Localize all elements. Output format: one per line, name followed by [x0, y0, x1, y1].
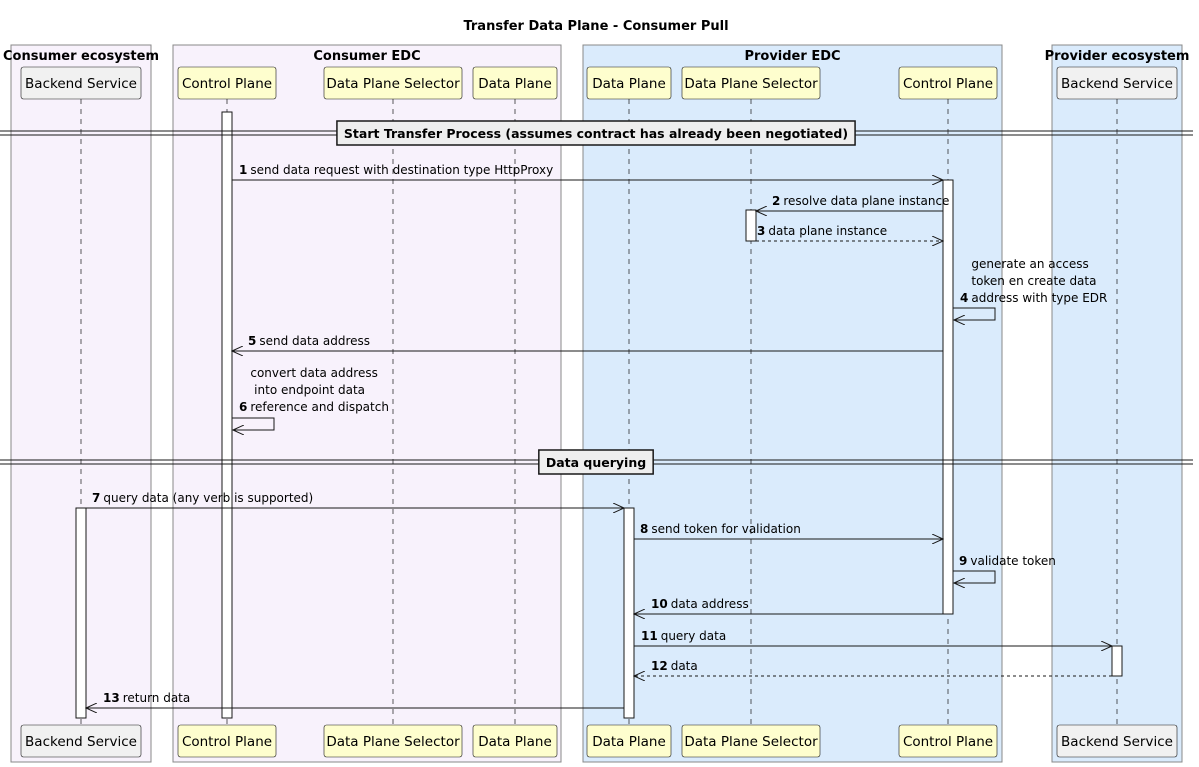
box-consumer-edc	[172, 44, 562, 763]
message-number: 12	[651, 659, 668, 673]
activation-provider-data-plane	[623, 507, 635, 719]
participant-label: Control Plane	[903, 76, 993, 92]
participant-label: Control Plane	[903, 734, 993, 750]
message-label: reference and dispatch	[250, 400, 389, 414]
participant-provider-data-plane-foot[interactable]: Data Plane	[586, 724, 672, 758]
message-label: send data request with destination type …	[250, 163, 553, 177]
message-label: data plane instance	[768, 224, 887, 238]
participant-consumer-control-plane-head[interactable]: Control Plane	[177, 66, 277, 100]
box-title-consumer-ecosystem: Consumer ecosystem	[3, 49, 159, 64]
participant-label: Data Plane Selector	[684, 76, 818, 92]
box-title-provider-ecosystem: Provider ecosystem	[1045, 49, 1190, 64]
message-number: 5	[248, 334, 256, 348]
participant-label: Control Plane	[182, 734, 272, 750]
message-6: 6 convert data address into endpoint data…	[232, 366, 389, 430]
participant-provider-control-plane-head[interactable]: Control Plane	[898, 66, 998, 100]
participant-consumer-data-plane-selector-head[interactable]: Data Plane Selector	[323, 66, 463, 100]
participant-label: Data Plane	[592, 76, 666, 92]
participant-consumer-backend-head[interactable]: Backend Service	[20, 66, 142, 100]
message-label: query data (any verb is supported)	[103, 491, 313, 505]
participant-provider-data-plane-selector-head[interactable]: Data Plane Selector	[681, 66, 821, 100]
divider-label: Data querying	[546, 455, 646, 470]
message-label: send data address	[259, 334, 370, 348]
message-arrow	[953, 570, 996, 583]
divider-data-querying: Data querying	[0, 449, 1193, 475]
participant-provider-backend-head[interactable]: Backend Service	[1056, 66, 1178, 100]
message-number: 3	[757, 224, 765, 238]
box-title-consumer-edc: Consumer EDC	[313, 49, 420, 64]
participant-label: Data Plane	[478, 76, 552, 92]
activation-provider-data-plane-selector	[745, 209, 757, 242]
message-label: return data	[123, 691, 191, 705]
participant-label: Backend Service	[25, 734, 137, 750]
participant-consumer-data-plane-selector-foot[interactable]: Data Plane Selector	[323, 724, 463, 758]
activation-provider-control-plane	[942, 179, 954, 615]
participant-provider-backend-foot[interactable]: Backend Service	[1056, 724, 1178, 758]
box-provider-edc	[582, 44, 1003, 763]
participant-consumer-backend-foot[interactable]: Backend Service	[20, 724, 142, 758]
activation-consumer-backend	[75, 507, 87, 719]
participant-provider-data-plane-head[interactable]: Data Plane	[586, 66, 672, 100]
message-number: 7	[92, 491, 100, 505]
message-label: generate an access	[971, 257, 1088, 271]
participant-label: Data Plane	[592, 734, 666, 750]
message-number: 10	[651, 597, 668, 611]
participant-consumer-control-plane-foot[interactable]: Control Plane	[177, 724, 277, 758]
participant-label: Data Plane Selector	[684, 734, 818, 750]
message-label: send token for validation	[651, 522, 800, 536]
message-label: convert data address	[250, 366, 377, 380]
message-label: data address	[671, 597, 749, 611]
participant-label: Control Plane	[182, 76, 272, 92]
participant-label: Backend Service	[1061, 734, 1173, 750]
box-title-provider-edc: Provider EDC	[744, 49, 840, 64]
message-label: into endpoint data	[250, 383, 365, 397]
message-4: 4 generate an access token en create data a…	[953, 257, 1107, 320]
participant-consumer-data-plane-foot[interactable]: Data Plane	[472, 724, 558, 758]
message-arrow	[232, 417, 275, 430]
message-label: data	[671, 659, 698, 673]
message-number: 9	[959, 554, 967, 568]
message-label: query data	[661, 629, 726, 643]
message-number: 6	[239, 400, 247, 414]
participant-label: Backend Service	[1061, 76, 1173, 92]
participant-label: Backend Service	[25, 76, 137, 92]
activation-provider-backend	[1111, 645, 1123, 677]
message-number: 2	[772, 194, 780, 208]
message-label: token en create data	[971, 274, 1096, 288]
message-arrow	[953, 307, 996, 320]
message-label: validate token	[970, 554, 1056, 568]
activation-consumer-control-plane	[221, 111, 233, 719]
participant-label: Data Plane Selector	[326, 76, 460, 92]
message-label: address with type EDR	[971, 291, 1107, 305]
message-number: 8	[640, 522, 648, 536]
diagram-title: Transfer Data Plane - Consumer Pull	[463, 19, 728, 34]
message-number: 4	[960, 291, 968, 305]
message-label: resolve data plane instance	[783, 194, 949, 208]
divider-label: Start Transfer Process (assumes contract…	[344, 126, 848, 141]
participant-consumer-data-plane-head[interactable]: Data Plane	[472, 66, 558, 100]
message-number: 1	[239, 163, 247, 177]
participant-label: Data Plane	[478, 734, 552, 750]
participant-provider-data-plane-selector-foot[interactable]: Data Plane Selector	[681, 724, 821, 758]
divider-start-transfer: Start Transfer Process (assumes contract…	[0, 120, 1193, 146]
participant-label: Data Plane Selector	[326, 734, 460, 750]
message-number: 11	[641, 629, 658, 643]
message-number: 13	[103, 691, 120, 705]
participant-provider-control-plane-foot[interactable]: Control Plane	[898, 724, 998, 758]
